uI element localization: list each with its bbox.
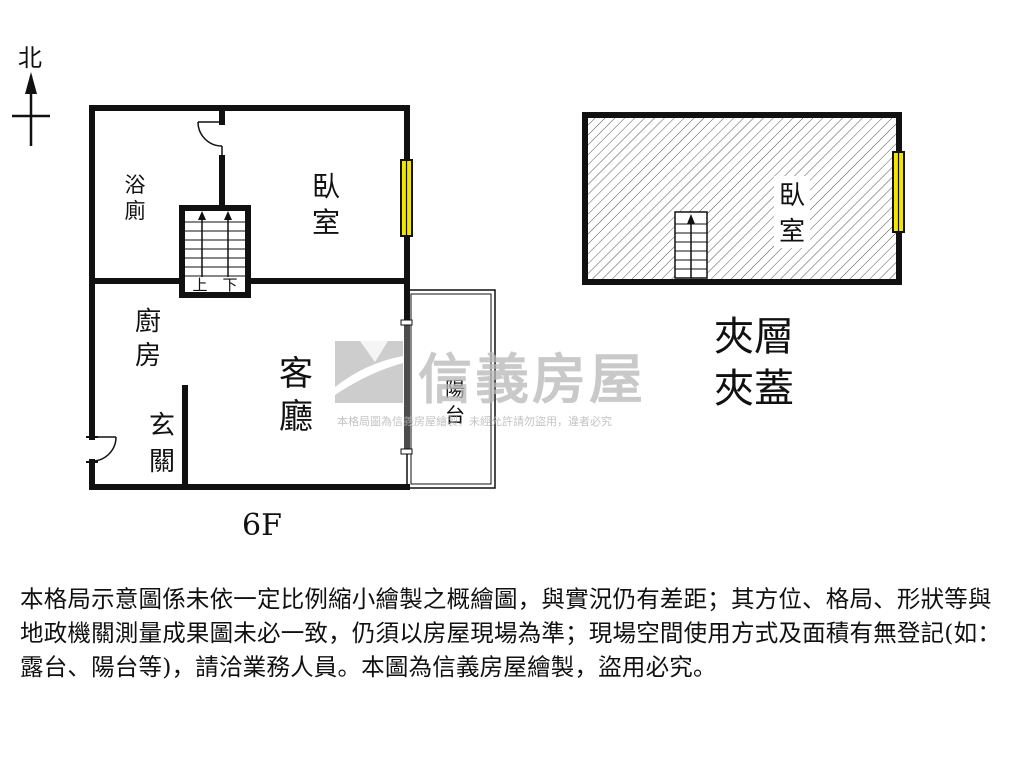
stair-up-arrow-icon xyxy=(198,211,206,220)
north-arrow-icon xyxy=(25,72,37,94)
stair-treads xyxy=(185,221,245,277)
kitchen-label-1: 廚 xyxy=(135,307,161,337)
bathroom-door xyxy=(197,121,223,158)
bedroom-label-1: 臥 xyxy=(312,170,340,203)
floor-label: 6F xyxy=(242,508,282,543)
mezzanine-staircase xyxy=(674,211,708,279)
staircase: 上 下 xyxy=(179,205,251,298)
floor-plan-diagram: 北 xyxy=(12,44,905,543)
bathroom-label-1: 浴 xyxy=(125,173,146,197)
entrance-label-2: 關 xyxy=(149,447,175,477)
bathroom-label-2: 廁 xyxy=(125,199,146,223)
watermark-notice: 本格局圖為信義房屋繪製，未經允許請勿盜用，違者必究 xyxy=(337,414,612,428)
living-room-label-2: 廳 xyxy=(279,397,313,437)
disclaimer-text: 本格局示意圖係未依一定比例縮小繪製之概繪圖，與實況仍有差距；其方位、格局、形狀等… xyxy=(20,585,1002,681)
balcony-label-2: 台 xyxy=(445,403,465,427)
balcony-label-1: 陽 xyxy=(445,377,465,401)
entrance-label-1: 玄 xyxy=(149,411,175,441)
floor-6f-plan: 上 下 浴 廁 臥 室 廚 房 客 廳 玄 關 陽 台 6F xyxy=(86,105,496,543)
mezzanine-bedroom-label-2: 室 xyxy=(779,217,805,247)
north-label: 北 xyxy=(18,44,42,72)
watermark-brand: 信義房屋 xyxy=(418,348,646,411)
entry-door xyxy=(86,436,117,463)
stair-up-label: 上 xyxy=(192,276,207,294)
living-room-label-1: 客 xyxy=(279,354,313,394)
bedroom-label-2: 室 xyxy=(312,206,340,239)
mezzanine-title-2: 夾蓋 xyxy=(714,366,794,412)
mezzanine-bedroom-label-1: 臥 xyxy=(779,181,805,211)
kitchen-label-2: 房 xyxy=(135,341,161,371)
brand-logo-icon xyxy=(335,341,403,403)
interior-walls xyxy=(89,105,410,490)
stair-down-arrow-icon xyxy=(224,211,232,220)
balcony-outline xyxy=(406,289,496,489)
mezzanine-room-outline xyxy=(582,112,902,285)
balcony-inner-outline xyxy=(410,293,492,485)
mezzanine-title-1: 夾層 xyxy=(714,314,794,360)
north-compass: 北 xyxy=(12,44,50,146)
mezzanine-stair-arrow-icon xyxy=(687,214,695,224)
mezzanine-plan: 臥 室 夾層 夾蓋 xyxy=(582,112,905,412)
stair-down-label: 下 xyxy=(222,276,237,294)
watermark: 信義房屋 本格局圖為信義房屋繪製，未經允許請勿盜用，違者必究 xyxy=(335,341,646,428)
